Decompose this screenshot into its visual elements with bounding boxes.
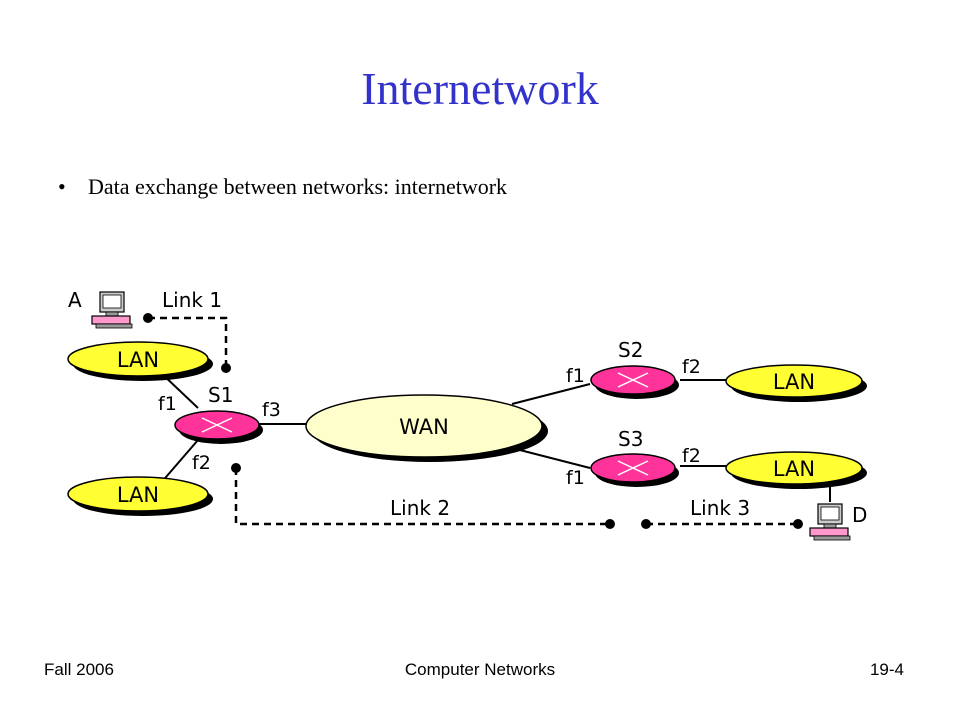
link1-label: Link 1 — [162, 288, 222, 312]
link3-end-dot — [793, 519, 803, 529]
bullet-text: Data exchange between networks: internet… — [88, 174, 508, 199]
lan-top-left: LAN — [67, 341, 213, 381]
computer-icon — [91, 291, 133, 329]
link2-start-dot — [231, 463, 241, 473]
lan-top-right: LAN — [725, 364, 867, 402]
link-endpoints — [143, 313, 803, 529]
wan-cloud: WAN — [305, 394, 548, 462]
s1-port-f2-label: f2 — [192, 452, 211, 474]
s3-port-f2-label: f2 — [682, 445, 701, 467]
link1-end-dot — [221, 363, 231, 373]
switch-cross-icon — [617, 372, 649, 388]
link2-label: Link 2 — [390, 496, 450, 520]
line-wan-s3 — [511, 447, 591, 469]
switch-s2-label: S2 — [618, 338, 643, 362]
lan-bottom-left: LAN — [67, 476, 213, 516]
s1-port-f1-label: f1 — [158, 393, 177, 415]
lan-bottom-right: LAN — [725, 451, 867, 489]
s3-port-f1-label: f1 — [566, 467, 585, 489]
bullet-item: • Data exchange between networks: intern… — [58, 174, 507, 200]
link1-path — [148, 316, 228, 366]
lan-label: LAN — [117, 348, 159, 372]
link3-label: Link 3 — [690, 496, 750, 520]
line-lan2-s1 — [159, 439, 199, 485]
s1-port-f3-label: f3 — [262, 399, 281, 421]
computer-icon — [809, 503, 851, 541]
footer-date: Fall 2006 — [44, 660, 114, 679]
footer-course: Computer Networks — [404, 660, 556, 679]
s2-port-f2-label: f2 — [682, 356, 701, 378]
switch-s1 — [174, 410, 263, 444]
slide-title: Internetwork — [361, 63, 599, 114]
lan-label: LAN — [773, 457, 815, 481]
host-a-label: A — [68, 288, 82, 312]
line-wan-s2 — [511, 383, 591, 405]
host-d-label: D — [852, 503, 867, 527]
dashed-links — [148, 316, 798, 526]
link2-path — [234, 468, 608, 526]
lan-label: LAN — [117, 483, 159, 507]
link1-start-dot — [143, 313, 153, 323]
switch-s3-label: S3 — [618, 427, 643, 451]
link2-end-dot — [605, 519, 615, 529]
footer-slide-number: 19-4 — [869, 660, 904, 679]
switch-s1-label: S1 — [208, 383, 233, 407]
lan-label: LAN — [773, 370, 815, 394]
bullet-icon: • — [58, 174, 66, 199]
switch-cross-icon — [201, 417, 233, 433]
link3-start-dot — [641, 519, 651, 529]
wan-label: WAN — [399, 415, 449, 439]
s2-port-f1-label: f1 — [566, 365, 585, 387]
switch-s3 — [590, 453, 679, 487]
switch-s2 — [590, 365, 679, 399]
switch-cross-icon — [617, 460, 649, 476]
